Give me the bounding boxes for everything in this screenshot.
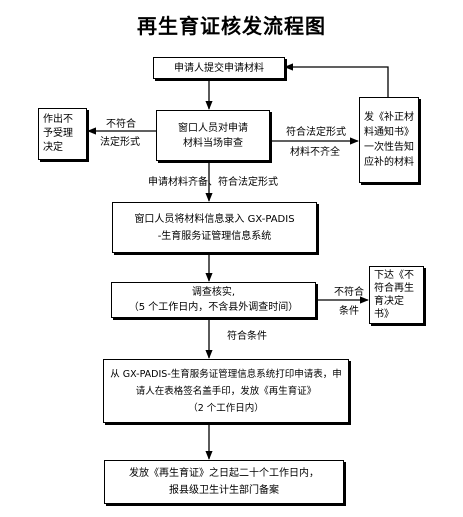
label-incomplete: 材料不齐全 — [290, 147, 340, 158]
label-not-meet-condition-2: 条件 — [339, 306, 359, 317]
box-submit-materials: 申请人提交申请材料 — [153, 57, 285, 79]
label-meets-condition: 符合条件 — [227, 331, 267, 342]
label-not-meet-condition-1: 不符合 — [334, 287, 364, 298]
box-window-review: 窗口人员对申请 材料当场审查 — [156, 110, 270, 161]
label-not-meet: 不符合 — [106, 119, 136, 130]
label-legal-form: 法定形式 — [100, 137, 140, 148]
box-investigate: 调查核实, （5 个工作日内，不含县外调查时间） — [111, 282, 316, 318]
label-complete-meets: 申请材料齐备、符合法定形式 — [148, 177, 278, 188]
box-file-record: 发放《再生育证》之日起二十个工作日内， 报县级卫生计生部门备案 — [104, 460, 344, 504]
box-supplement-notice: 发《补正材 料通知书》 一次性告知 应补的材料 — [359, 97, 419, 183]
box-noncompliant-decision: 下达《不 符合再生 育决定 书》 — [369, 266, 424, 324]
arrow-supplement-to-submit — [284, 63, 389, 97]
page-title: 再生育证核发流程图 — [137, 14, 326, 38]
label-meets-legal-form: 符合法定形式 — [286, 127, 346, 138]
box-print-issue: 从 GX-PADIS-生育服务证管理信息系统打印申请表，申 请人在表格签名盖手印… — [103, 359, 349, 423]
box-reject-decision: 作出不 予受理 决定 — [38, 108, 87, 160]
box-enter-system: 窗口人员将材料信息录入 GX-PADIS -生育服务证管理信息系统 — [112, 202, 317, 253]
